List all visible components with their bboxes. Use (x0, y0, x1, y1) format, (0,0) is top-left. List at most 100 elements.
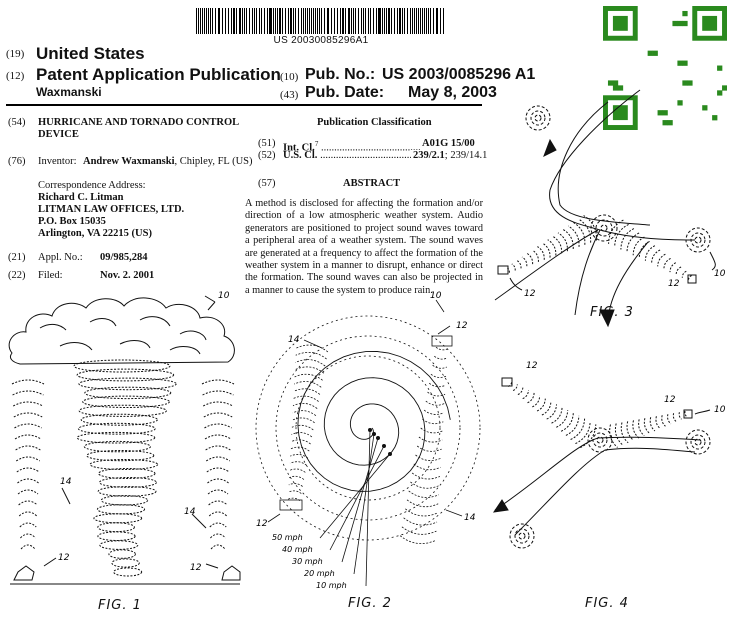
speed-label: 40 mph (282, 545, 313, 554)
sound-wave-arc (17, 489, 39, 495)
figure-2-drawing: 10 12 14 14 12 50 mph 40 mph 30 mph 20 m… (255, 291, 481, 590)
barcode-bar (344, 8, 347, 34)
us-cl-code: (52) (258, 150, 276, 161)
abstract-title: ABSTRACT (343, 178, 401, 189)
sound-wave-arc (644, 245, 656, 261)
barcode-bar (255, 8, 257, 34)
speed-arrow (353, 433, 375, 575)
pub-date: May 8, 2003 (408, 84, 497, 101)
audio-generator (221, 565, 241, 581)
leader-line (437, 325, 451, 335)
barcode-bar (336, 8, 338, 34)
sound-wave-arc (13, 412, 43, 418)
sound-wave-arc (18, 511, 38, 517)
barcode-bar (323, 8, 326, 34)
sound-wave-arc (537, 246, 545, 260)
sound-wave-arc (289, 475, 305, 480)
sound-wave-arc (422, 418, 444, 425)
ref-14: 14 (184, 507, 196, 517)
sound-wave-arc (18, 500, 38, 506)
sound-wave-arc (294, 381, 322, 388)
sound-wave-arc (11, 379, 45, 385)
qr-module (662, 110, 668, 116)
fig-4-label: FIG. 4 (585, 596, 629, 611)
barcode-bar (357, 8, 359, 34)
sound-wave-arc (681, 270, 687, 278)
sound-wave-arc (527, 392, 535, 404)
sound-wave-arc (560, 412, 574, 432)
storm-spiral (297, 351, 451, 492)
sound-wave-arc (292, 402, 318, 409)
sound-wave-arc (290, 454, 309, 459)
ref-10: 10 (714, 405, 726, 415)
barcode-bar (205, 8, 207, 34)
sound-wave-arc (406, 499, 439, 508)
sound-wave-arc (413, 463, 441, 471)
sound-wave-arc (205, 445, 231, 451)
qr-module (672, 20, 678, 27)
direction-arrow (543, 138, 557, 158)
barcode-bar (214, 8, 217, 34)
storm-cell (509, 523, 535, 549)
us-cl-value: 239/2.1 (413, 150, 445, 161)
barcode-bar (270, 8, 272, 34)
qr-module (612, 80, 619, 86)
vortex-ring (111, 558, 140, 568)
sound-wave-arc (209, 522, 227, 528)
sound-wave-arc (288, 483, 303, 487)
sound-wave-arc (292, 417, 315, 424)
sound-wave-arc (418, 436, 443, 443)
sound-wave-arc (202, 390, 234, 396)
qr-code (603, 6, 727, 130)
barcode-bar (349, 8, 351, 34)
correspondence-label: Correspondence Address: (38, 180, 146, 191)
vortex-ring (108, 549, 136, 559)
leader-line (191, 513, 207, 529)
barcode-bar (222, 8, 224, 34)
inventor-entry: Andrew Waxmanski, Chipley, FL (US) (83, 156, 253, 169)
storm-track (557, 101, 651, 226)
sound-wave-arc (565, 415, 580, 436)
barcode-bar (212, 8, 213, 34)
title-line-2: DEVICE (38, 129, 79, 140)
sound-wave-arc (669, 262, 677, 273)
sound-wave-arc (667, 414, 672, 425)
classification-title: Publication Classification (317, 117, 432, 128)
speed-arrow-head (376, 435, 381, 440)
us-cl-line: U.S. Cl. ...............................… (283, 150, 423, 163)
barcode-bar (425, 8, 427, 34)
leader-line (445, 509, 463, 517)
sound-wave-arc (512, 384, 518, 392)
sound-wave-arc (425, 400, 445, 406)
sound-wave-arc (14, 423, 42, 429)
sound-wave-arc (578, 218, 592, 243)
sound-wave-arc (551, 407, 563, 424)
barcode-bar (343, 8, 344, 34)
barcode-bar (276, 8, 278, 34)
abstract-text: A method is disclosed for affecting the … (245, 198, 483, 296)
sound-wave-arc (575, 421, 591, 445)
sound-wave-arc (632, 420, 640, 439)
barcode-bar (399, 8, 401, 34)
audio-generator (683, 409, 693, 419)
pub-type-code: (12) (6, 70, 25, 82)
ref-12: 12 (524, 289, 536, 299)
sound-wave-arc (295, 344, 329, 353)
audio-generator (279, 499, 303, 511)
barcode-bar (377, 8, 379, 34)
sound-wave-arc (291, 424, 314, 431)
ref-12: 12 (58, 553, 70, 563)
sound-wave-beam (608, 219, 692, 281)
leader-line (694, 409, 711, 415)
storm-track (574, 229, 601, 316)
qr-module (682, 80, 688, 86)
barcode-bar (196, 8, 198, 34)
sound-wave-arc (583, 215, 597, 241)
leader-line (61, 487, 71, 505)
leader-line (43, 557, 57, 567)
ref-12: 12 (456, 321, 468, 331)
appl-label: Appl. No.: (38, 252, 83, 263)
storm-track (494, 229, 599, 301)
sound-wave-arc (293, 395, 319, 402)
sound-wave-arc (207, 489, 229, 495)
